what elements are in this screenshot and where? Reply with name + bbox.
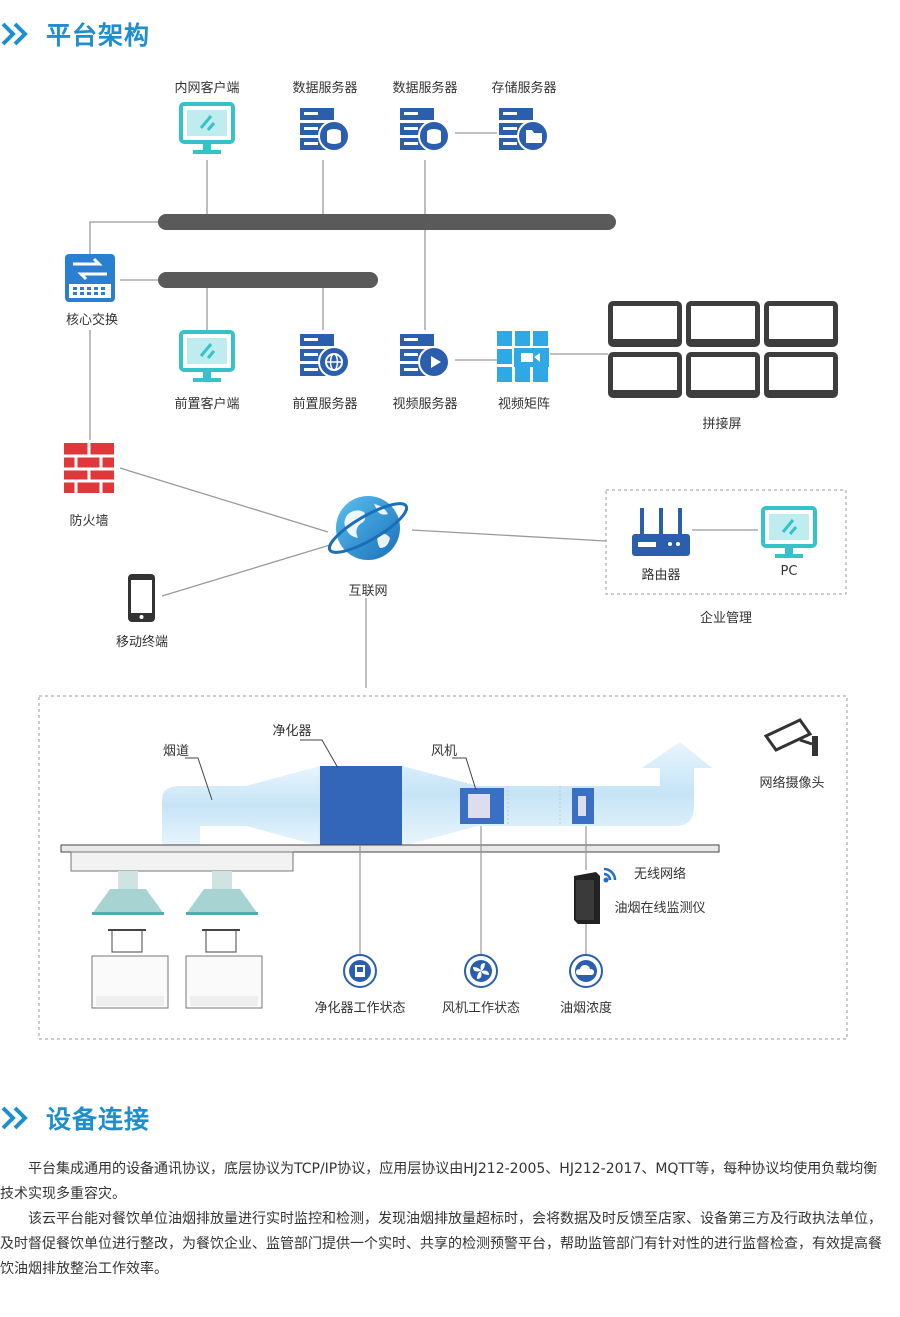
router-label: 路由器 [641, 568, 681, 583]
storage-server-label: 存储服务器 [491, 81, 557, 96]
fan-status-icon [464, 954, 498, 988]
splice-screen-label: 拼接屏 [702, 417, 742, 432]
cloud-status-icon [569, 954, 603, 988]
duct-label: 烟道 [162, 744, 190, 759]
internet-globe-icon [327, 496, 409, 560]
paragraph-2: 该云平台能对餐饮单位油烟排放量进行实时监控和检测，发现油烟排放量超标时，会将数据… [0, 1211, 882, 1277]
purifier-label: 净化器 [272, 724, 312, 739]
hood-box [70, 851, 294, 872]
section-title-architecture: 平台架构 [0, 16, 150, 52]
section-title-connection: 设备连接 [0, 1100, 150, 1136]
database-server-icon [399, 107, 450, 152]
pc-icon [761, 506, 817, 560]
data-server-1-label: 数据服务器 [292, 81, 358, 96]
core-switch-label: 核心交换 [65, 313, 119, 328]
internet-label: 互联网 [348, 584, 388, 599]
backbone-bus [158, 214, 616, 230]
monitor-device-label: 油烟在线监测仪 [614, 901, 706, 916]
splice-screen-wall [608, 301, 838, 398]
purifier-unit [320, 766, 402, 846]
range-hood [186, 871, 258, 915]
camera-icon [763, 718, 818, 756]
switch-icon [65, 254, 115, 302]
video-server-label: 视频服务器 [392, 397, 458, 412]
firewall-label: 防火墙 [69, 514, 109, 529]
double-chevron-icon [1, 1106, 28, 1130]
fan-status-label: 风机工作状态 [441, 1001, 521, 1016]
site-box [38, 695, 848, 1040]
intranet-client-label: 内网客户端 [174, 81, 240, 96]
front-client-label: 前置客户端 [174, 397, 240, 412]
counter-shelf [60, 844, 720, 853]
enterprise-label: 企业管理 [699, 611, 753, 626]
stove [185, 929, 263, 1009]
purifier-status-icon [343, 954, 377, 988]
stove [91, 929, 169, 1009]
intranet-client-icon [179, 102, 235, 156]
router-icon [632, 508, 690, 556]
connector-lines [89, 132, 758, 688]
front-server-label: 前置服务器 [292, 397, 358, 412]
data-server-2-label: 数据服务器 [392, 81, 458, 96]
enterprise-box [605, 489, 847, 595]
fan-label: 风机 [430, 744, 458, 759]
wireless-label: 无线网络 [633, 867, 687, 882]
pc-label: PC [780, 564, 798, 579]
smoke-density-label: 油烟浓度 [559, 1001, 613, 1016]
architecture-title: 平台架构 [46, 21, 151, 50]
purifier-status-label: 净化器工作状态 [314, 1001, 406, 1016]
video-matrix-label: 视频矩阵 [497, 397, 551, 412]
database-server-icon [299, 107, 350, 152]
mobile-phone-icon [128, 574, 155, 622]
front-bus [158, 272, 378, 288]
smoke-monitor-device-icon [574, 872, 600, 924]
connection-title: 设备连接 [46, 1105, 151, 1134]
architecture-diagram [38, 102, 848, 1040]
video-matrix-icon [497, 331, 549, 382]
front-client-icon [179, 330, 235, 384]
storage-server-icon [498, 107, 549, 152]
wifi-icon [603, 867, 617, 883]
camera-label: 网络摄像头 [759, 776, 825, 791]
fan-unit [460, 788, 594, 824]
range-hood [92, 871, 164, 915]
globe-server-icon [299, 333, 350, 378]
double-chevron-icon [1, 22, 28, 46]
firewall-icon [64, 443, 114, 493]
video-server-icon [399, 333, 450, 378]
mobile-label: 移动终端 [115, 635, 169, 650]
paragraph-1: 平台集成通用的设备通讯协议，底层协议为TCP/IP协议，应用层协议由HJ212-… [0, 1161, 878, 1202]
